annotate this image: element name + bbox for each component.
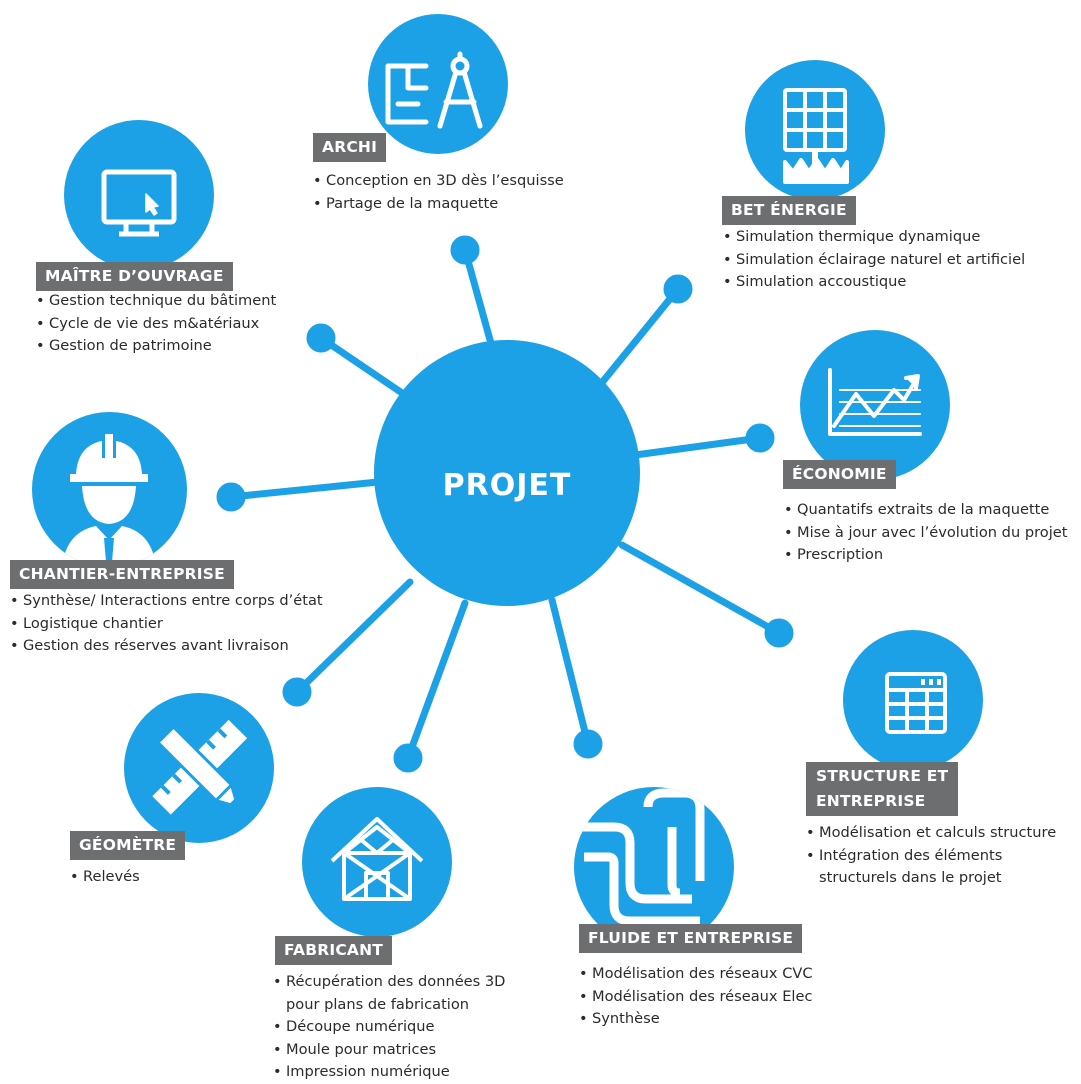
list-item: Modélisation des réseaux Elec [579,986,813,1009]
fabricant-label: FABRICANT [275,936,393,965]
pipes-icon [574,788,705,926]
structure-label-line2: ENTREPRISE [816,792,926,810]
list-item: Conception en 3D dès l’esquisse [313,170,564,193]
spoke-maitre-ouvrage [317,334,409,399]
spoke-fabricant [404,599,469,762]
list-item: Prescription [784,544,1074,567]
fluide-label: FLUIDE ET ENTREPRISE [579,924,803,953]
bet-energie-list: Simulation thermique dynamique Simulatio… [723,226,1025,294]
list-item: Découpe numérique [273,1016,523,1039]
list-item: Gestion technique du bâtiment [36,290,276,313]
spoke-chantier [227,478,382,501]
archi-list: Conception en 3D dès l’esquisse Partage … [313,170,564,215]
computer-monitor-icon [101,169,177,237]
structure-label-line1: STRUCTURE ET [816,767,949,785]
spoke-dot-economie [745,423,775,453]
projet-hub: PROJET [374,340,640,606]
list-item: Relevés [70,866,140,889]
chantier-circle [32,412,187,567]
ruler-pencil-icon [152,719,248,815]
spoke-dot-geometre [282,677,312,707]
fluide-list: Modélisation des réseaux CVC Modélisatio… [579,963,813,1031]
structure-circle [843,630,983,770]
list-item: Intégration des éléments structurels dan… [806,845,1076,890]
spoke-dot-archi [450,235,480,265]
economie-label: ÉCONOMIE [783,460,896,489]
structure-list: Modélisation et calculs structure Intégr… [806,822,1076,890]
spoke-archi [461,246,496,351]
list-item: Simulation éclairage naturel et artifici… [723,249,1025,272]
list-item: Modélisation des réseaux CVC [579,963,813,986]
spoke-dot-maitre-ouvrage [306,323,336,353]
geometre-label: GÉOMÈTRE [70,831,186,860]
economie-circle [800,330,950,480]
structure-label: STRUCTURE ET ENTREPRISE [806,762,959,816]
spoke-geometre [293,578,414,696]
list-item: Mise à jour avec l’évolution du projet [784,522,1074,545]
archi-label: ARCHI [313,133,387,162]
list-item: Moule pour matrices [273,1039,523,1062]
spoke-economie [631,434,764,459]
list-item: Cycle de vie des m&atériaux [36,313,276,336]
list-item: Gestion des réserves avant livraison [10,635,323,658]
chantier-label: CHANTIER-ENTREPRISE [10,560,234,589]
maitre-ouvrage-list: Gestion technique du bâtiment Cycle de v… [36,290,276,358]
spoke-bet-energie [596,285,682,389]
list-item: Simulation thermique dynamique [723,226,1025,249]
fabricant-circle [302,787,452,937]
geometre-circle [124,693,274,843]
growth-chart-icon [828,368,922,436]
bet-energie-label: BET ÉNERGIE [722,196,856,225]
list-item: Modélisation et calculs structure [806,822,1076,845]
list-item: Synthèse/ Interactions entre corps d’éta… [10,590,323,613]
fabricant-list: Récupération des données 3D pour plans d… [273,971,523,1084]
construction-worker-icon [62,432,156,567]
architect-plan-compass-icon [385,51,483,129]
economie-list: Quantatifs extraits de la maquette Mise … [784,499,1074,567]
archi-circle [368,14,508,154]
spoke-dot-fluide [573,729,603,759]
chantier-list: Synthèse/ Interactions entre corps d’éta… [10,590,323,658]
spoke-fluide [548,596,592,748]
spoke-structure [618,541,783,637]
bet-energie-circle [745,60,885,200]
list-item: Impression numérique [273,1061,523,1084]
list-item: Simulation accoustique [723,271,1025,294]
spoke-dot-structure [764,618,794,648]
fluide-circle [574,787,734,947]
list-item: Logistique chantier [10,613,323,636]
list-item: Synthèse [579,1008,813,1031]
spreadsheet-grid-icon [885,672,947,734]
list-item: Quantatifs extraits de la maquette [784,499,1074,522]
spoke-dot-fabricant [393,743,423,773]
geometre-list: Relevés [70,866,140,889]
hub-label: PROJET [442,467,572,503]
house-frame-icon [330,817,424,901]
maitre-ouvrage-label: MAÎTRE D’OUVRAGE [36,262,233,291]
solar-panel-icon [783,88,849,184]
maitre-ouvrage-circle [64,120,214,270]
list-item: Partage de la maquette [313,193,564,216]
list-item: Récupération des données 3D pour plans d… [273,971,523,1016]
spoke-dot-bet-energie [663,274,693,304]
list-item: Gestion de patrimoine [36,335,276,358]
spoke-dot-chantier [216,482,246,512]
